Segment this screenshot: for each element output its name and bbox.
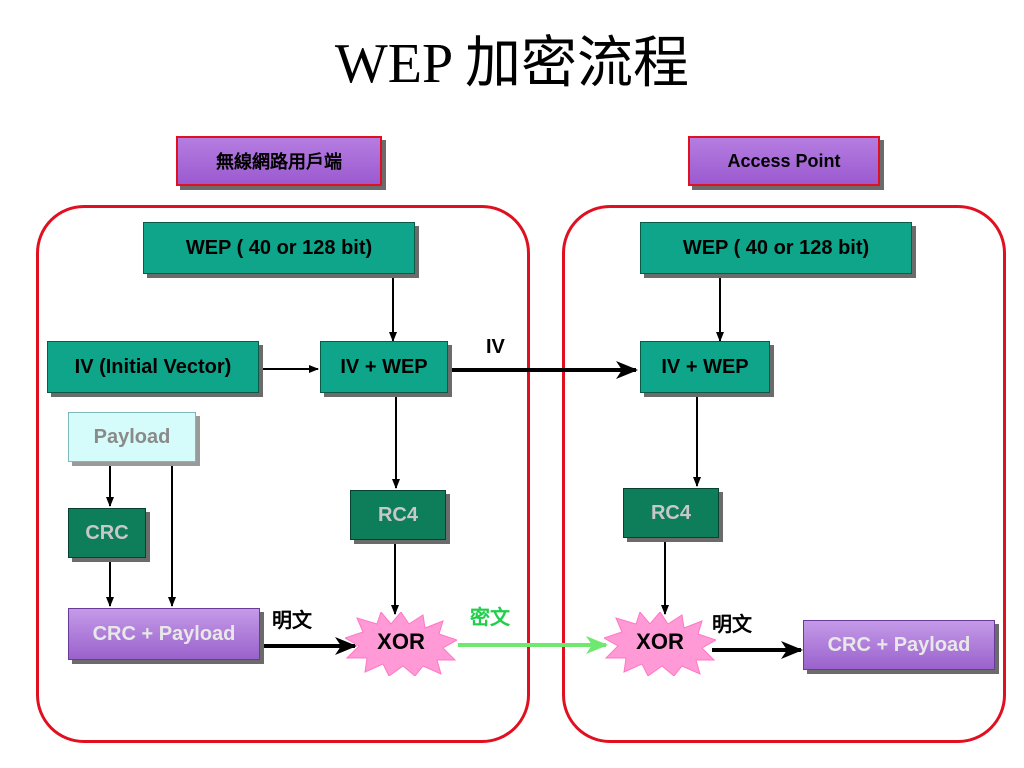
ap-rc4-box: RC4 <box>623 488 719 538</box>
ap-xor-label: XOR <box>636 629 684 654</box>
ap-plaintext-label: 明文 <box>712 614 752 636</box>
ap-frame <box>562 205 1006 743</box>
ap-iv-wep-box: IV + WEP <box>640 341 770 393</box>
client-xor-star <box>345 612 457 676</box>
client-frame <box>36 205 530 743</box>
page-title: WEP 加密流程 <box>334 33 690 95</box>
iv-link-label: IV <box>486 336 505 358</box>
ap-crc-payload-box: CRC + Payload <box>803 620 995 670</box>
ap-xor-star <box>604 612 716 676</box>
client-payload-box: Payload <box>68 412 196 462</box>
ap-wep-key-box: WEP ( 40 or 128 bit) <box>640 222 912 274</box>
client-iv-wep-box: IV + WEP <box>320 341 448 393</box>
client-xor-label: XOR <box>377 629 425 654</box>
ciphertext-label: 密文 <box>470 607 510 629</box>
client-header: 無線網路用戶端 <box>176 136 382 186</box>
client-plaintext-label: 明文 <box>272 610 312 632</box>
client-iv-box: IV (Initial Vector) <box>47 341 259 393</box>
client-crc-box: CRC <box>68 508 146 558</box>
client-crc-payload-box: CRC + Payload <box>68 608 260 660</box>
ap-header: Access Point <box>688 136 880 186</box>
client-wep-key-box: WEP ( 40 or 128 bit) <box>143 222 415 274</box>
client-rc4-box: RC4 <box>350 490 446 540</box>
